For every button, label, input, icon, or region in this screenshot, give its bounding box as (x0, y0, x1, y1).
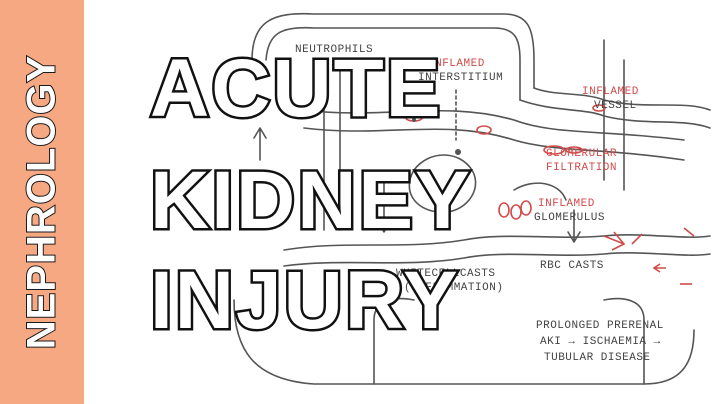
note-neutrophils: NEUTROPHILS (295, 44, 374, 56)
note-inflamed-glomerulus-sub: GLOMERULUS (534, 212, 606, 224)
note-white-cell-casts-1: WHITECELLCASTS (396, 268, 496, 280)
sidebar-band: NEPHROLOGY (0, 0, 84, 404)
title-line-2: KIDNEY (148, 155, 473, 246)
note-prolonged-1: PROLONGED PRERENAL (536, 320, 664, 332)
nephron-sketch (233, 12, 711, 385)
sidebar-label: NEPHROLOGY (19, 54, 65, 350)
note-inflamed-interstitium-title: INFLAMED (428, 58, 485, 70)
note-prolonged-2: AKI → ISCHAEMIA → (540, 336, 661, 348)
note-rbc-casts: RBC CASTS (540, 260, 604, 272)
note-inflamed-interstitium-sub: INTERSTITIUM (418, 72, 504, 84)
title-line-1: ACUTE (147, 43, 443, 134)
note-prolonged-3: TUBULAR DISEASE (544, 352, 651, 364)
note-white-cell-casts-2: (INFLAMMATION) (404, 282, 504, 294)
note-inflamed-vessel-sub: VESSEL (594, 100, 637, 112)
title-line-3: INJURY (148, 255, 461, 346)
note-glomerular-filtration-2: FILTRATION (546, 162, 618, 174)
note-inflamed-vessel-title: INFLAMED (582, 86, 639, 98)
note-glomerular-filtration-1: GLOMERULAR (546, 148, 618, 160)
note-inflamed-glomerulus-title: INFLAMED (538, 198, 595, 210)
